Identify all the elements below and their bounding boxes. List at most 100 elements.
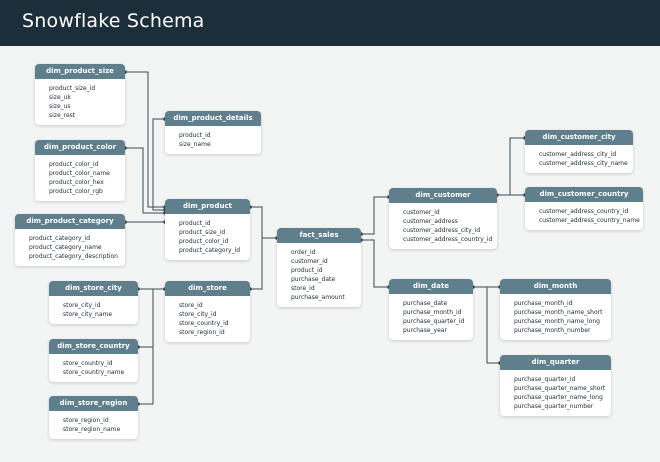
table-dim-product-category[interactable]: dim_product_category product_category_id… [15,214,125,266]
table-dim-customer[interactable]: dim_customer customer_id customer_addres… [389,188,497,249]
field: size_name [179,141,211,148]
field: purchase_year [403,327,447,334]
field: purchase_month_id [514,300,573,307]
table-dim-product-details[interactable]: dim_product_details product_id size_name [165,111,261,154]
field: customer_address [403,218,458,225]
table-header: dim_customer_city [525,130,633,145]
field: purchase_month_id [403,309,462,316]
table-dim-month[interactable]: dim_month purchase_month_id purchase_mon… [500,279,611,340]
field-list: customer_id customer_address customer_ad… [389,203,497,249]
field: store_city_id [179,311,217,318]
field: product_id [291,267,323,274]
field: store_id [291,285,315,292]
field: purchase_quarter_id [514,376,576,383]
field: purchase_month_name_short [514,309,603,316]
field: product_category_name [29,244,102,251]
field: purchase_quarter_name_long [514,394,603,401]
field: order_id [291,249,316,256]
field-list: customer_address_country_id customer_add… [525,202,643,230]
page-title: Snowflake Schema [22,10,205,32]
field: store_country_id [179,320,229,327]
field-list: product_color_id product_color_name prod… [35,155,125,201]
field: product_color_rgb [49,188,103,195]
link-store-country-store [138,288,165,348]
table-header: dim_quarter [500,355,611,370]
field: product_color_name [49,170,110,177]
field: product_id [179,220,211,227]
field: purchase_date [403,300,448,307]
field-list: product_id product_size_id product_color… [165,214,250,260]
field: product_size_id [49,85,96,92]
title-bar: Snowflake Schema [0,0,660,46]
field: customer_address_country_name [539,217,640,224]
link-product-size-product [125,71,165,208]
field: store_region_id [179,329,225,336]
table-dim-customer-city[interactable]: dim_customer_city customer_address_city_… [525,130,633,173]
field-list: purchase_quarter_id purchase_quarter_nam… [500,370,611,416]
field: purchase_amount [291,294,345,301]
field-list: purchase_month_id purchase_month_name_sh… [500,294,611,340]
table-dim-product[interactable]: dim_product product_id product_size_id p… [165,199,250,260]
field: purchase_quarter_id [403,318,465,325]
field: size_rest [49,112,76,119]
table-header: dim_product [165,199,250,214]
table-dim-product-size[interactable]: dim_product_size product_size_id size_uk… [35,64,125,125]
field: purchase_quarter_number [514,403,594,410]
table-header: dim_product_category [15,214,125,229]
table-header: dim_product_color [35,140,125,155]
table-dim-quarter[interactable]: dim_quarter purchase_quarter_id purchase… [500,355,611,416]
field: product_color_id [49,161,99,168]
table-header: dim_month [500,279,611,294]
field: customer_address_city_name [539,160,628,167]
table-dim-date[interactable]: dim_date purchase_date purchase_month_id… [389,279,473,340]
link-date-quarter [473,286,500,364]
field: product_category_id [29,235,91,242]
field: store_country_id [63,360,113,367]
table-dim-customer-country[interactable]: dim_customer_country customer_address_co… [525,187,643,230]
table-header: dim_store [165,281,250,296]
table-dim-store-city[interactable]: dim_store_city store_city_id store_city_… [49,281,138,324]
field: product_color_hex [49,179,104,186]
field: store_city_name [63,311,113,318]
table-header: dim_customer_country [525,187,643,202]
link-fact-customer [361,196,389,235]
field: customer_address_city_id [539,151,617,158]
field: size_us [49,103,71,110]
link-store-region-store [138,289,154,405]
table-header: dim_store_country [49,339,138,354]
link-product-fact [250,206,277,239]
field: size_uk [49,94,71,101]
field: customer_address_city_id [403,227,481,234]
field: product_id [179,132,211,139]
field: store_id [179,302,203,309]
field: product_category_id [179,247,241,254]
field: store_region_name [63,426,121,433]
table-header: dim_date [389,279,473,294]
table-dim-store-country[interactable]: dim_store_country store_country_id store… [49,339,138,382]
field-list: store_country_id store_country_name [49,354,138,382]
field: store_region_id [63,417,109,424]
field: customer_address_country_id [539,208,629,215]
field: store_country_name [63,369,125,376]
field-list: purchase_date purchase_month_id purchase… [389,294,473,340]
field: store_city_id [63,302,101,309]
table-fact-sales[interactable]: fact_sales order_id customer_id product_… [277,228,361,307]
field: purchase_month_name_long [514,318,600,325]
link-customer-city [497,137,525,196]
field-list: product_id size_name [165,126,261,154]
table-dim-store-region[interactable]: dim_store_region store_region_id store_r… [49,396,138,439]
field: product_color_id [179,238,229,245]
link-product-details-product [152,118,165,211]
field: purchase_quarter_name_short [514,385,606,392]
table-dim-product-color[interactable]: dim_product_color product_color_id produ… [35,140,125,201]
field-list: customer_address_city_id customer_addres… [525,145,633,173]
field: product_size_id [179,229,226,236]
field-list: store_city_id store_city_name [49,296,138,324]
link-store-fact [250,237,277,290]
field: purchase_month_number [514,327,591,334]
table-dim-store[interactable]: dim_store store_id store_city_id store_c… [165,281,250,342]
field: customer_id [403,209,440,216]
table-header: dim_store_city [49,281,138,296]
field: customer_id [291,258,328,265]
table-header: dim_customer [389,188,497,203]
